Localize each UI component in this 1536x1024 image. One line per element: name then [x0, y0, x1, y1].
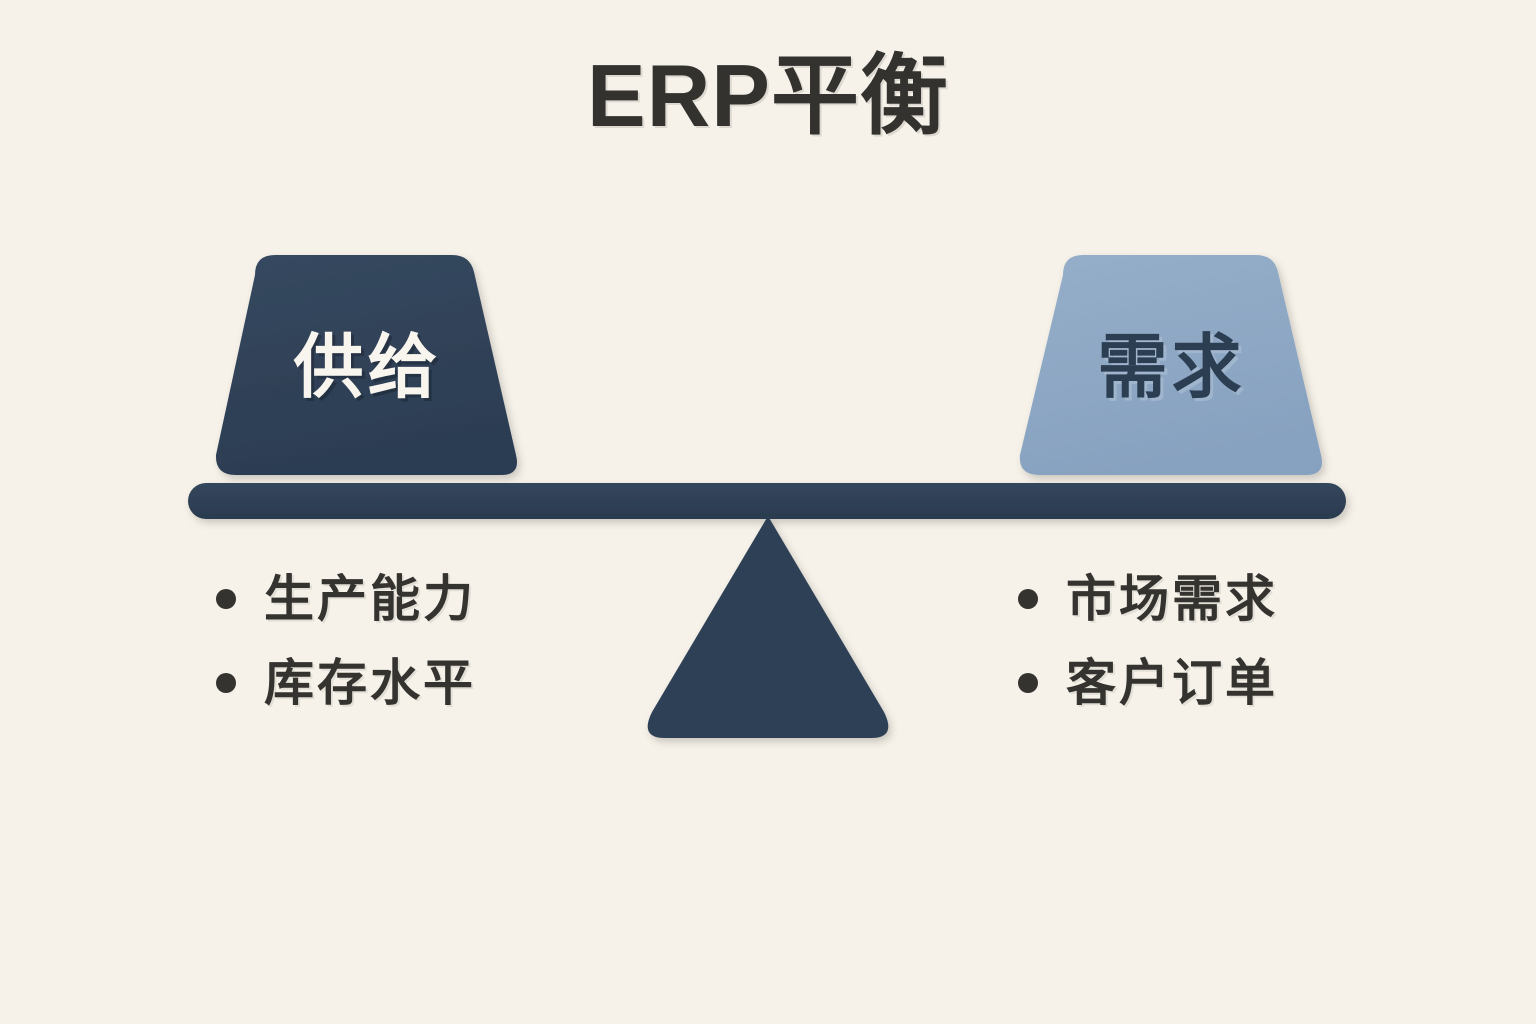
page-title: ERP平衡: [587, 46, 949, 145]
demand-item-label: 客户订单: [1066, 655, 1278, 711]
demand-pan-shape: [1019, 255, 1322, 475]
bullet-dot-icon: [216, 589, 236, 609]
bullet-dot-icon: [216, 673, 236, 693]
supply-item-label: 生产能力: [264, 571, 476, 627]
demand-item-list: 市场需求 客户订单: [1018, 557, 1278, 725]
bullet-dot-icon: [1018, 673, 1038, 693]
fulcrum-triangle-shape: [647, 516, 889, 738]
list-item: 库存水平: [216, 641, 476, 725]
list-item: 市场需求: [1018, 557, 1278, 641]
supply-pan-label: 供给: [293, 328, 442, 406]
list-item: 客户订单: [1018, 641, 1278, 725]
list-item: 生产能力: [216, 557, 476, 641]
supply-item-label: 库存水平: [264, 655, 476, 711]
demand-item-label: 市场需求: [1066, 571, 1278, 627]
supply-pan-shape: [215, 255, 518, 475]
beam-shape: [188, 483, 1346, 519]
bullet-dot-icon: [1018, 589, 1038, 609]
demand-pan-label: 需求: [1097, 328, 1246, 406]
supply-item-list: 生产能力 库存水平: [216, 557, 476, 725]
